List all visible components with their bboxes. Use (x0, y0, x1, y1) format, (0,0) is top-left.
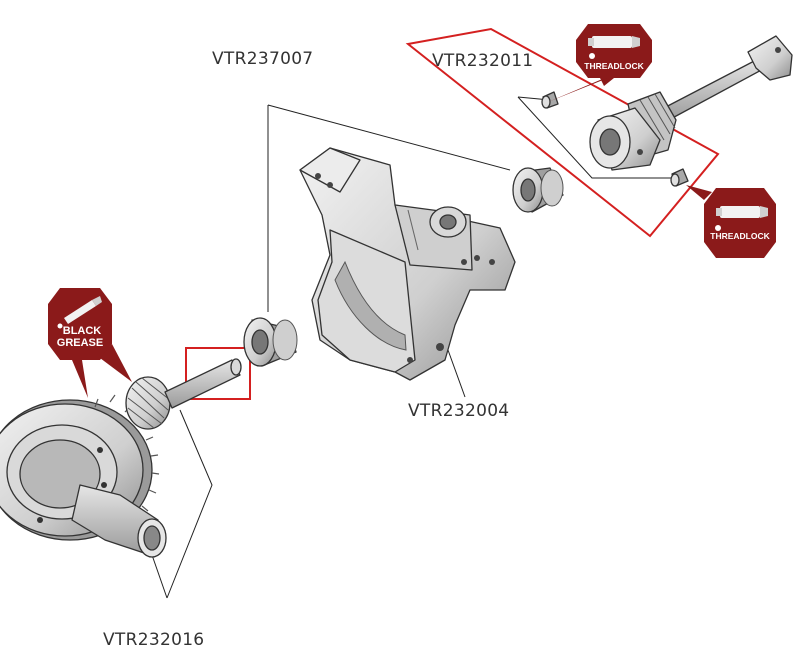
threadlock-tube-icon-bottom (715, 206, 768, 231)
label-vtr232016: VTR232016 (103, 630, 204, 650)
driveshaft-highlight-frame (405, 27, 720, 238)
threadlock-badge-top: THREADLOCK (548, 24, 652, 102)
threadlock-tube-icon-top (588, 36, 640, 59)
pinion-shaft-highlight-frame (185, 347, 251, 400)
bearing-left (243, 317, 298, 367)
label-vtr237007: VTR237007 (212, 49, 313, 69)
grease-text-line1: BLACK (63, 325, 102, 337)
label-vtr232011: VTR232011 (432, 51, 533, 71)
drive-shaft (589, 35, 793, 171)
threadlock-badge-bottom: THREADLOCK (686, 185, 776, 258)
pinion-gear (125, 358, 242, 430)
differential-gear-assembly (0, 394, 167, 558)
threadlock-text-top: THREADLOCK (584, 61, 644, 71)
grease-tube-icon (57, 296, 102, 329)
gearbox-housing (299, 147, 516, 381)
threadlock-text-bottom: THREADLOCK (710, 231, 770, 241)
label-vtr232004: VTR232004 (408, 401, 509, 421)
black-grease-badge: BLACK GREASE (48, 288, 132, 398)
set-screw-top (541, 91, 559, 109)
grease-text-line2: GREASE (57, 337, 103, 349)
bearing-right (512, 167, 564, 213)
set-screw-bottom (670, 168, 689, 187)
